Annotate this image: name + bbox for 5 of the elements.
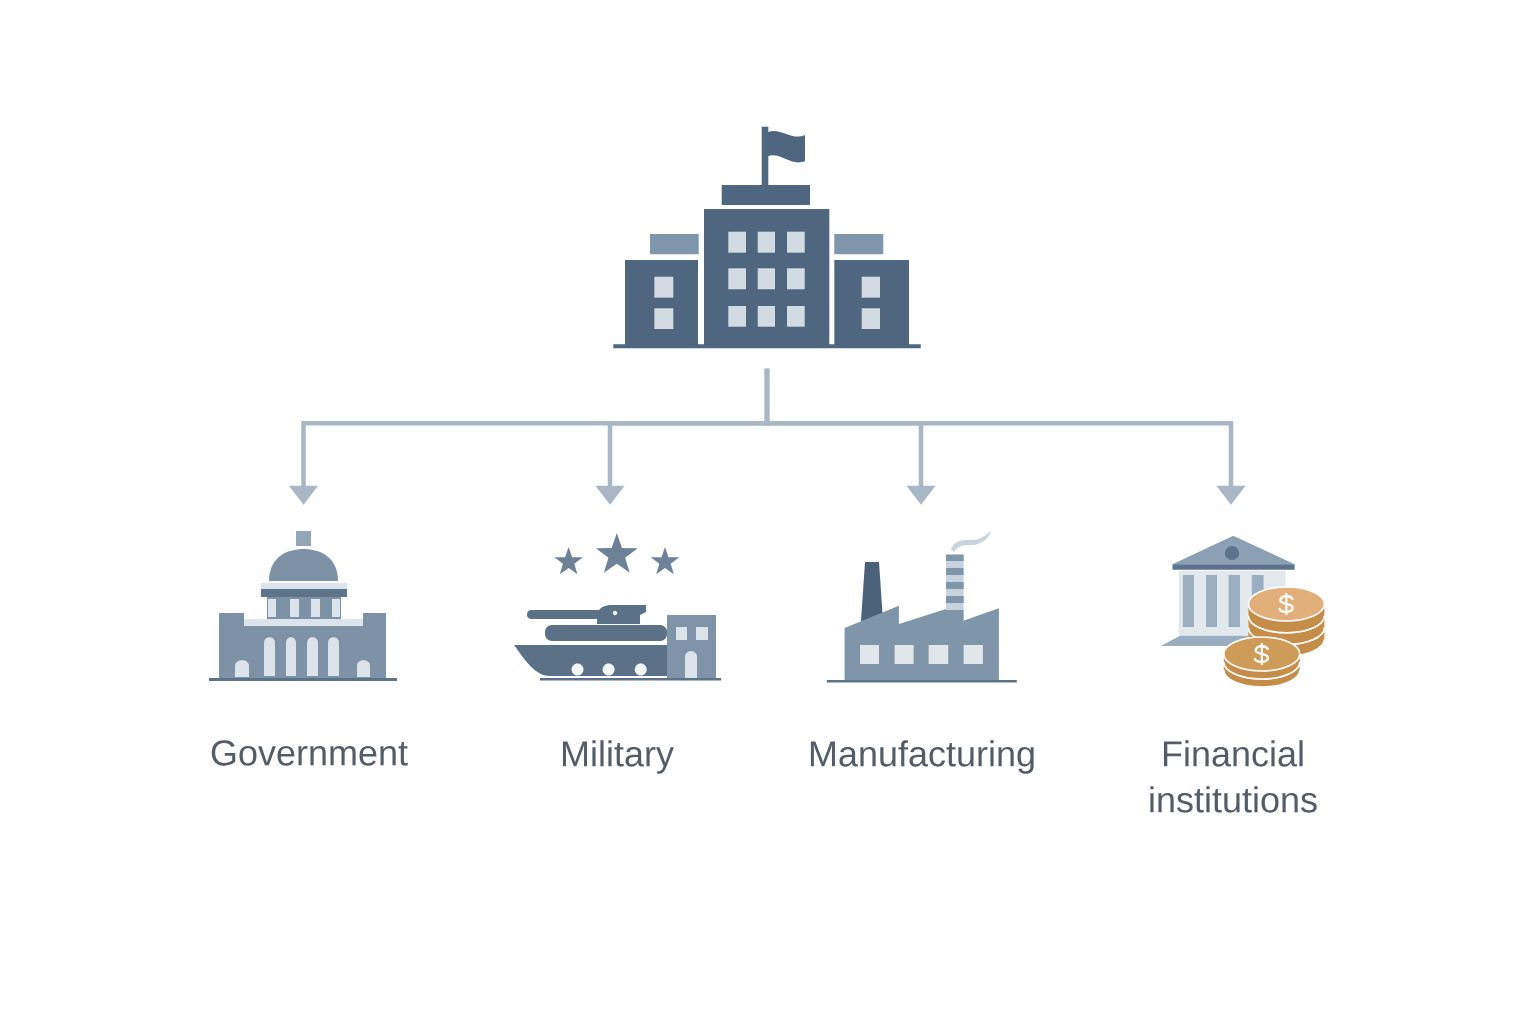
node-label: Military: [562, 740, 674, 774]
building-icon: [613, 126, 921, 349]
node-label: Manufacturing: [810, 740, 1034, 774]
node-label: Financial institutions: [1150, 740, 1317, 813]
node-label: Government: [211, 740, 408, 766]
